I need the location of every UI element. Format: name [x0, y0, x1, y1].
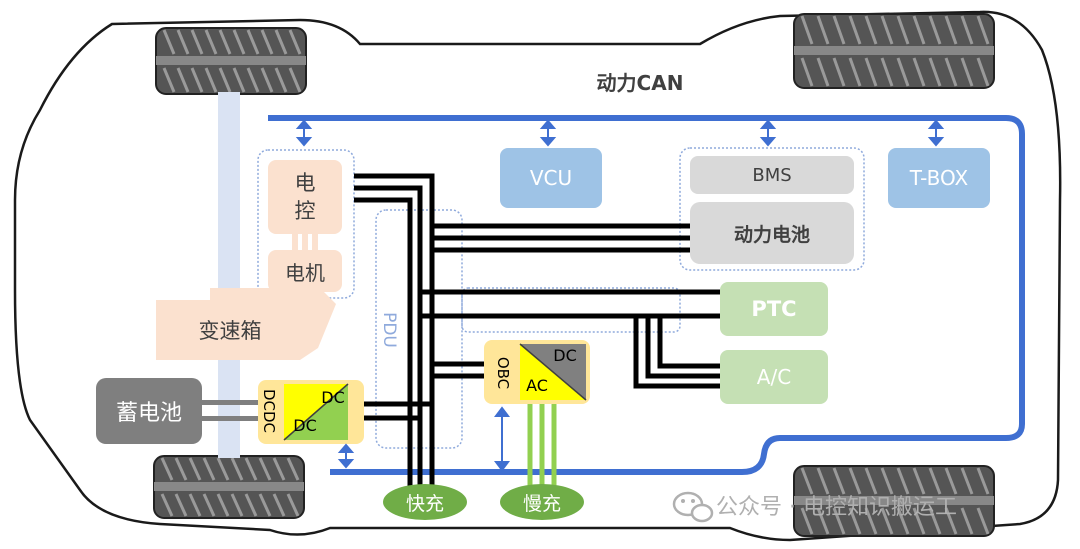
- pdu-label: PDU: [379, 312, 399, 348]
- vcu-label: VCU: [529, 166, 573, 190]
- fast-charge-label[interactable]: 快充: [405, 492, 444, 515]
- can-arrows: [295, 119, 945, 472]
- controller-motor-link: [292, 234, 298, 250]
- bms-box: [690, 156, 854, 194]
- tire-rear-right: [793, 465, 995, 537]
- vcu-box: [500, 148, 602, 208]
- can-bus-line: [268, 115, 1025, 475]
- watermark-text: 公众号 · 电控知识搬运工: [716, 495, 957, 520]
- aux-battery-wire: [202, 416, 260, 421]
- can-bus-label: 动力CAN: [596, 70, 684, 95]
- dcdc-out-label: DC: [321, 387, 345, 407]
- dcdc-diagonal: [283, 383, 349, 441]
- dcdc-side-label: DCDC: [260, 388, 278, 434]
- arrow-motor-controller: [295, 119, 313, 147]
- gearbox-label: 变速箱: [198, 319, 262, 343]
- aux-battery-box: [96, 378, 202, 444]
- ptc-label: PTC: [751, 297, 797, 321]
- motor-controller-box: [268, 160, 342, 234]
- arrow-tbox: [927, 119, 945, 147]
- ac-box: [720, 350, 828, 404]
- tbox-box: [888, 148, 990, 208]
- tire-rear-left: [793, 13, 995, 89]
- tire-front-right: [153, 455, 305, 519]
- tire-front-left: [155, 27, 307, 95]
- arrow-vcu: [539, 119, 557, 147]
- arrow-bms: [759, 119, 777, 147]
- hv-harness: [354, 173, 720, 496]
- gearbox-shape: [156, 288, 336, 360]
- slow-charge-lines: [527, 404, 557, 488]
- arrow-dcdc: [337, 443, 355, 469]
- slow-charge-port[interactable]: [500, 484, 584, 520]
- obc-diagonal: [519, 343, 587, 401]
- ac-label: A/C: [756, 365, 792, 389]
- ptc-box: [720, 282, 828, 336]
- controller-motor-link: [312, 234, 318, 250]
- bms-label: BMS: [752, 164, 792, 186]
- drive-axle: [218, 92, 240, 458]
- fast-charge-port[interactable]: [383, 484, 467, 520]
- battery-box: [690, 202, 854, 264]
- motor-label: 电机: [285, 260, 325, 285]
- bms-group-frame: [679, 147, 865, 271]
- arrow-obc: [494, 406, 510, 472]
- tbox-label: T-BOX: [909, 166, 969, 190]
- obc-in-label: AC: [526, 375, 548, 395]
- aux-battery-wire: [202, 400, 260, 405]
- battery-label: 动力电池: [733, 223, 810, 246]
- dcdc-in-label: DC: [293, 415, 317, 435]
- motor-box: [268, 250, 342, 292]
- obc-out-label: DC: [553, 345, 577, 365]
- aux-battery-label: 蓄电池: [115, 401, 182, 426]
- motor-controller-label: 电 控: [294, 171, 316, 223]
- slow-charge-label[interactable]: 慢充: [522, 492, 561, 515]
- wechat-icon: [672, 491, 714, 523]
- controller-motor-link: [302, 234, 308, 250]
- obc-side-label: OBC: [494, 356, 512, 390]
